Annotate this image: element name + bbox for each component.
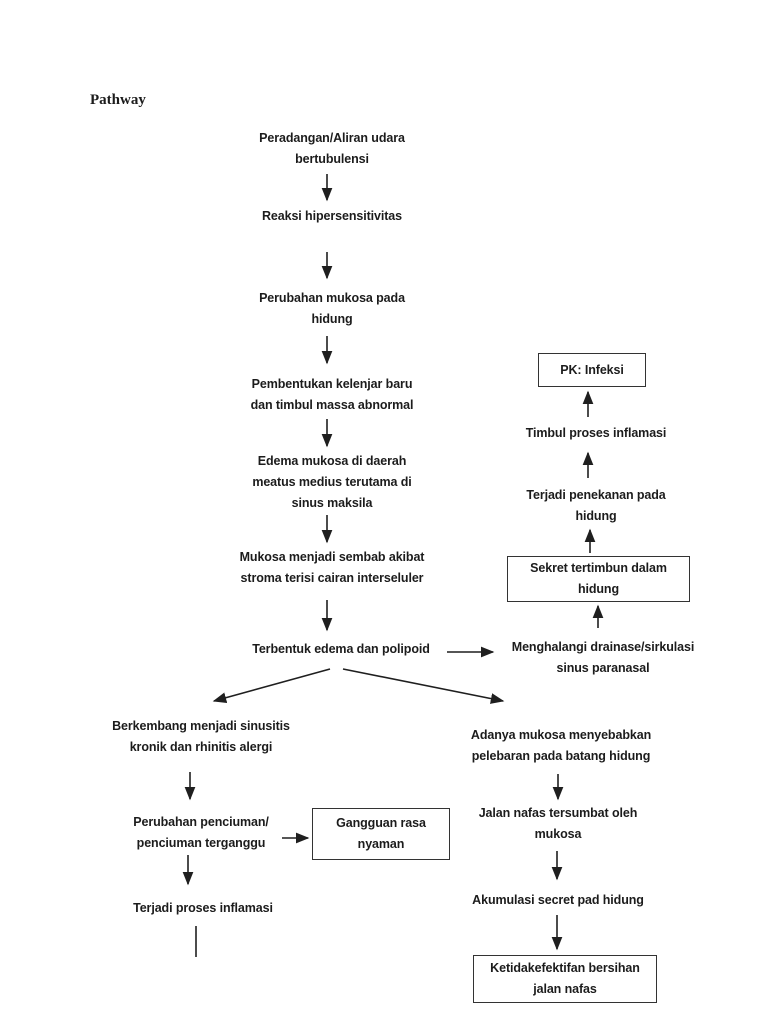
arrow-terbentuk-edema-to-adanya-mukosa — [342, 668, 505, 704]
node-berkembang-sinusitis: Berkembang menjadi sinusitis kronik dan … — [112, 719, 290, 754]
node-akumulasi-secret: Akumulasi secret pad hidung — [472, 893, 644, 907]
node-gangguan-nyaman-box: Gangguan rasa nyaman — [312, 808, 450, 860]
node-jalan-nafas: Jalan nafas tersumbat oleh mukosa — [478, 806, 638, 841]
node-terbentuk-edema: Terbentuk edema dan polipoid — [252, 642, 430, 656]
node-perubahan-mukosa: Perubahan mukosa pada hidung — [259, 291, 405, 326]
node-peradangan: Peradangan/Aliran udara bertubulensi — [259, 131, 405, 166]
node-pk-infeksi-box: PK: Infeksi — [538, 353, 646, 387]
node-ketidakefektifan-box: Ketidakefektifan bersihan jalan nafas — [473, 955, 657, 1003]
node-perubahan-penciuman: Perubahan penciuman/ penciuman terganggu — [133, 815, 269, 850]
node-penekanan-hidung: Terjadi penekanan pada hidung — [526, 488, 666, 523]
node-adanya-mukosa: Adanya mukosa menyebabkan pelebaran pada… — [470, 728, 652, 763]
node-mukosa-sembab: Mukosa menjadi sembab akibat stroma teri… — [239, 550, 425, 585]
node-reaksi-hipersensitivitas: Reaksi hipersensitivitas — [261, 209, 403, 223]
node-edema-mukosa: Edema mukosa di daerah meatus medius ter… — [252, 454, 412, 510]
node-menghalangi-drainase: Menghalangi drainase/sirkulasi sinus par… — [511, 640, 695, 675]
node-proses-inflamasi: Terjadi proses inflamasi — [133, 901, 273, 915]
page-title: Pathway — [90, 92, 146, 108]
node-timbul-inflamasi: Timbul proses inflamasi — [525, 426, 667, 440]
node-sekret-tertimbun-box: Sekret tertimbun dalam hidung — [507, 556, 690, 602]
arrow-terbentuk-edema-to-berkembang — [212, 668, 331, 703]
node-pembentukan-kelenjar: Pembentukan kelenjar baru dan timbul mas… — [250, 377, 414, 412]
